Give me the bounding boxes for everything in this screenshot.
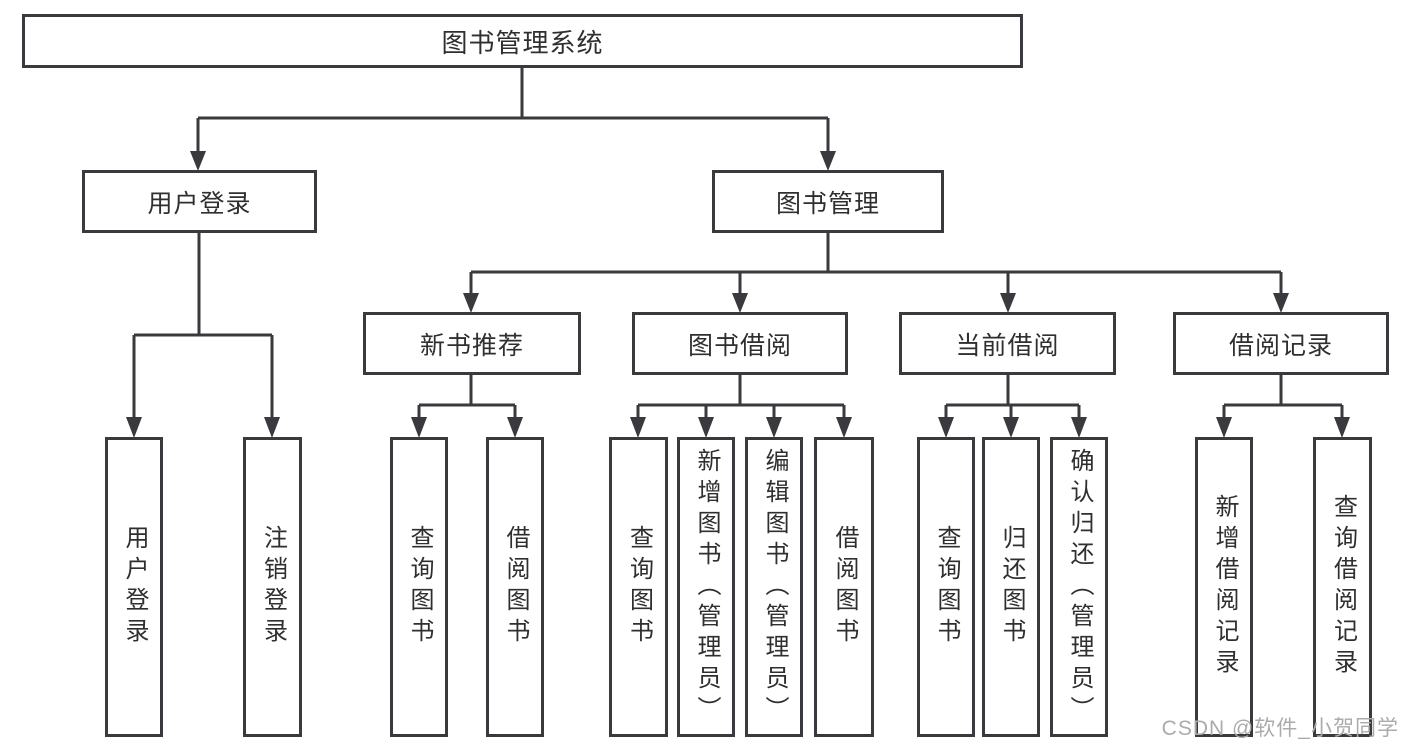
leaf-query-books-borrow-label: 查询图书 xyxy=(625,525,653,649)
node-user-login-label: 用户登录 xyxy=(147,189,252,218)
leaf-query-borrow-record-label: 查询借阅记录 xyxy=(1329,494,1357,680)
leaf-user-login-label: 用户登录 xyxy=(121,525,148,649)
connector-user-login-branch xyxy=(126,233,280,438)
leaf-logout: 注销登录 xyxy=(243,437,302,737)
leaf-query-books-current: 查询图书 xyxy=(917,437,975,737)
leaf-borrow-books-recommend-label: 借阅图书 xyxy=(502,525,529,649)
node-new-book-recommend: 新书推荐 xyxy=(363,312,581,375)
leaf-borrow-books-recommend: 借阅图书 xyxy=(486,437,544,737)
connector-current-borrow-branch xyxy=(938,375,1087,438)
leaf-edit-books-admin: 编辑图书（管理员） xyxy=(745,437,803,737)
watermark: CSDN @软件_小贺同学 xyxy=(1161,717,1399,740)
leaf-confirm-return-admin: 确认归还（管理员） xyxy=(1050,437,1108,737)
leaf-add-books-admin-label: 新增图书（管理员） xyxy=(693,447,720,727)
leaf-confirm-return-admin-label: 确认归还（管理员） xyxy=(1066,447,1093,727)
node-book-borrow: 图书借阅 xyxy=(632,312,848,375)
node-user-login: 用户登录 xyxy=(82,170,317,233)
node-current-borrow: 当前借阅 xyxy=(899,312,1116,375)
leaf-user-login: 用户登录 xyxy=(105,437,163,737)
leaf-query-books-current-label: 查询图书 xyxy=(933,525,960,649)
leaf-return-books: 归还图书 xyxy=(982,437,1040,737)
node-new-book-recommend-label: 新书推荐 xyxy=(419,331,524,360)
node-book-management: 图书管理 xyxy=(712,170,944,233)
connector-borrow-records-branch xyxy=(1216,375,1350,438)
node-library-system: 图书管理系统 xyxy=(22,14,1023,68)
leaf-query-books-recommend: 查询图书 xyxy=(390,437,448,737)
connector-book-management-branch xyxy=(463,233,1289,313)
node-borrow-records: 借阅记录 xyxy=(1173,312,1389,375)
node-book-borrow-label: 图书借阅 xyxy=(687,331,792,360)
connector-root-to-level2 xyxy=(190,68,836,171)
leaf-query-books-recommend-label: 查询图书 xyxy=(406,525,433,649)
leaf-add-borrow-record-label: 新增借阅记录 xyxy=(1211,494,1238,680)
leaf-logout-label: 注销登录 xyxy=(259,525,287,649)
leaf-add-books-admin: 新增图书（管理员） xyxy=(677,437,735,737)
leaf-borrow-books: 借阅图书 xyxy=(814,437,874,737)
leaf-borrow-books-label: 借阅图书 xyxy=(831,525,858,649)
connector-book-borrow-branch xyxy=(630,375,852,438)
node-borrow-records-label: 借阅记录 xyxy=(1228,331,1333,360)
leaf-query-borrow-record: 查询借阅记录 xyxy=(1313,437,1372,737)
leaf-query-books-borrow: 查询图书 xyxy=(609,437,668,737)
leaf-edit-books-admin-label: 编辑图书（管理员） xyxy=(761,447,788,727)
leaf-return-books-label: 归还图书 xyxy=(998,525,1025,649)
node-current-borrow-label: 当前借阅 xyxy=(955,331,1060,360)
node-book-management-label: 图书管理 xyxy=(775,189,880,218)
node-library-system-label: 图书管理系统 xyxy=(441,27,604,58)
connector-new-book-recommend-branch xyxy=(411,375,523,438)
leaf-add-borrow-record: 新增借阅记录 xyxy=(1195,437,1253,737)
